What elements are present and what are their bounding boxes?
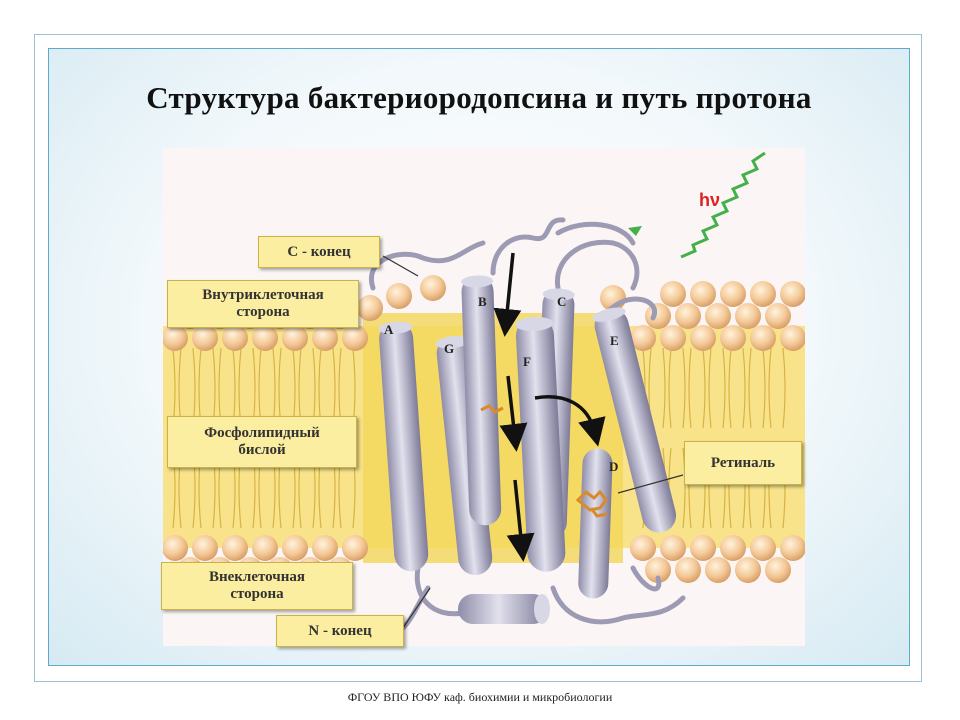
helix-letter-e: E	[610, 333, 619, 348]
proton-path-arrows	[493, 252, 606, 562]
slide-title: Структура бактериородопсина и путь прото…	[146, 80, 812, 115]
light-wave	[680, 151, 766, 259]
helix-letter-c: C	[557, 294, 566, 309]
helix-letter-f: F	[523, 354, 531, 369]
helix-d	[578, 448, 613, 599]
bacteriorhodopsin-diagram: A B C D E F G hν	[163, 148, 805, 646]
n-terminus-label: N - конец	[276, 615, 404, 647]
light-wave-arrowhead	[628, 226, 642, 236]
leader-lines	[382, 255, 684, 629]
helix-letter-b: B	[478, 294, 487, 309]
c-terminus-label: С - конец	[258, 236, 380, 268]
phospholipid-bilayer-label: Фосфолипидный бислой	[167, 416, 357, 468]
helix-e	[592, 307, 677, 533]
helix-letter-a: A	[384, 322, 394, 337]
helix-b	[461, 275, 502, 526]
intracellular-side-label: Внутриклеточная сторона	[167, 280, 359, 328]
helix-a	[378, 321, 429, 572]
light-symbol: hν	[699, 190, 720, 210]
retinal-molecule	[480, 404, 608, 518]
helix-f	[515, 316, 566, 572]
outer-frame	[34, 34, 922, 682]
helix-letter-d: D	[609, 459, 618, 474]
retinal-label: Ретиналь	[684, 441, 802, 485]
footer-text: ФГОУ ВПО ЮФУ каф. биохимии и микробиолог…	[347, 690, 613, 704]
helices	[378, 275, 677, 624]
extracellular-side-label: Внеклеточная сторона	[161, 562, 353, 610]
helix-letter-g: G	[444, 341, 454, 356]
small-helix	[458, 594, 550, 624]
